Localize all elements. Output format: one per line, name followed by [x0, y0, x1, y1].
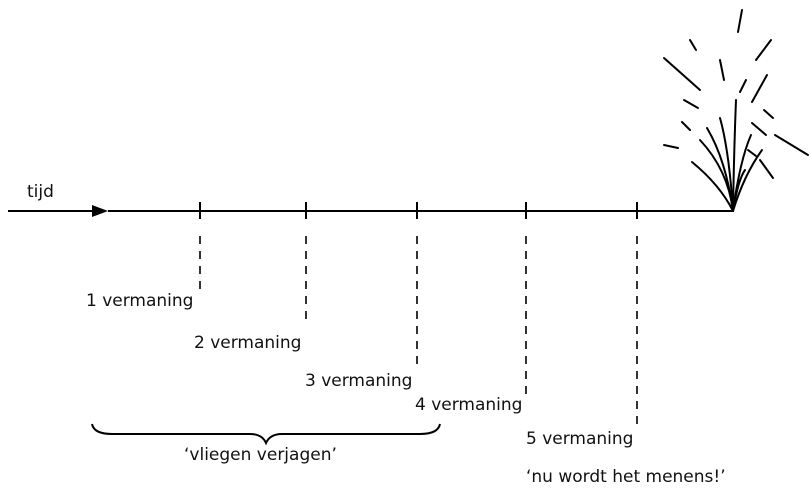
curly-brace: [91, 423, 441, 446]
brace-label: ‘vliegen verjagen’: [184, 445, 337, 465]
timeline-ticks: [199, 202, 638, 219]
warning-label-4: 4 vermaning: [415, 395, 522, 415]
warning-label-2: 2 vermaning: [194, 333, 301, 353]
time-arrow: [8, 205, 108, 217]
time-label: tijd: [27, 182, 54, 202]
warning-label-3: 3 vermaning: [305, 371, 412, 391]
warning-label-1: 1 vermaning: [86, 291, 193, 311]
warning-label-5: 5 vermaning: [526, 429, 633, 449]
explosion-icon: [663, 9, 809, 212]
dashed-leaders: [199, 236, 638, 430]
final-label: ‘nu wordt het menens!’: [526, 467, 726, 487]
